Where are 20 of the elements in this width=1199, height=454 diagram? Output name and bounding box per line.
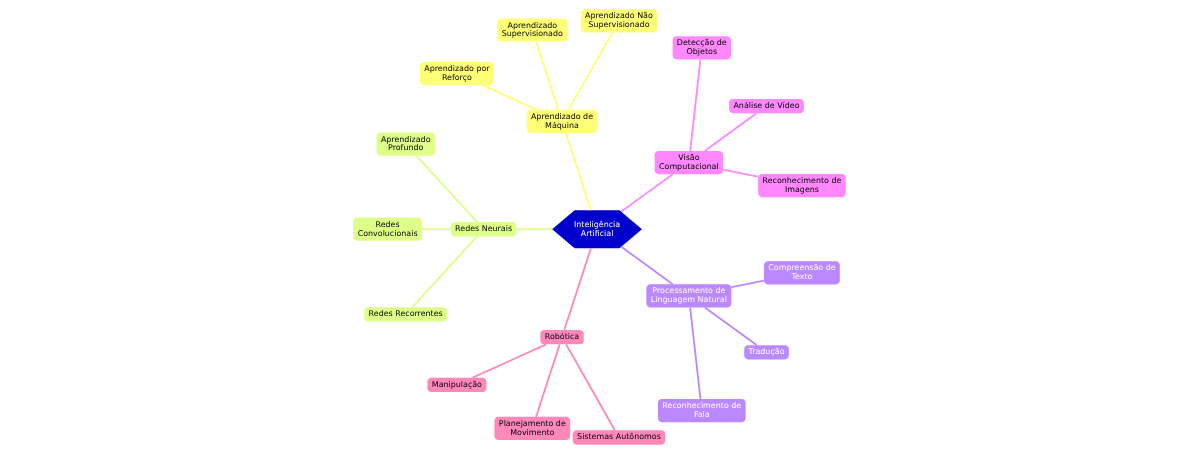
connector — [411, 235, 478, 309]
connector — [689, 58, 702, 152]
connector — [703, 112, 758, 152]
connector — [703, 306, 758, 347]
connector — [565, 343, 616, 432]
connector — [722, 168, 759, 178]
connector — [567, 31, 614, 111]
connector — [563, 247, 592, 331]
connector — [515, 228, 554, 231]
connector — [415, 154, 478, 223]
connector — [421, 228, 452, 231]
connector — [689, 306, 702, 400]
connector — [730, 279, 765, 289]
connector — [535, 343, 561, 418]
connector — [471, 343, 548, 379]
connector — [535, 40, 560, 111]
connector — [620, 173, 674, 213]
connector — [564, 132, 592, 212]
connector — [620, 245, 674, 286]
connector — [481, 84, 538, 111]
